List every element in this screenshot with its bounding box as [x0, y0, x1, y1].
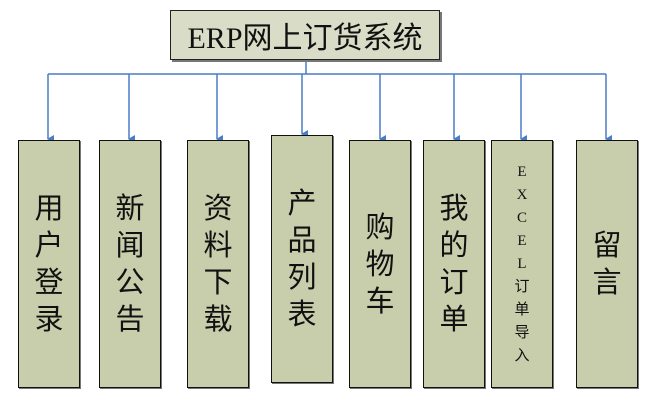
- module-label-char: 表: [287, 297, 317, 331]
- module-label-char: 单: [439, 302, 469, 336]
- module-user-login: 用户登录: [18, 140, 80, 388]
- module-label-char: 的: [439, 228, 469, 262]
- root-node: ERP网上订货系统: [170, 10, 440, 60]
- module-label-char: 登: [34, 265, 64, 299]
- module-label-char: 品: [287, 223, 317, 257]
- module-label-char: 单: [514, 301, 530, 318]
- module-label-char: E: [517, 163, 527, 180]
- module-label-char: L: [517, 255, 527, 272]
- module-label-char: 闻: [115, 228, 145, 262]
- module-label-char: 订: [439, 265, 469, 299]
- module-label-char: 告: [115, 302, 145, 336]
- module-label-char: 车: [365, 283, 395, 318]
- module-label-char: 我: [439, 191, 469, 225]
- module-message: 留言: [576, 140, 638, 388]
- module-label-char: 言: [592, 265, 622, 299]
- module-product-list: 产品列表: [271, 135, 333, 383]
- module-label-char: 购: [365, 209, 395, 244]
- module-label-char: 新: [115, 191, 145, 225]
- module-label-char: C: [516, 209, 527, 226]
- module-label-char: 留: [592, 228, 622, 262]
- module-label-char: X: [516, 186, 528, 203]
- module-label-char: E: [517, 232, 527, 249]
- module-label-char: 下: [203, 265, 233, 299]
- module-label-char: 入: [514, 347, 530, 364]
- module-download: 资料下载: [187, 140, 249, 388]
- module-label-char: 录: [34, 302, 64, 336]
- module-label-char: 订: [514, 278, 530, 295]
- module-label-char: 列: [287, 260, 317, 294]
- module-news: 新闻公告: [99, 140, 161, 388]
- root-title: ERP网上订货系统: [187, 22, 423, 55]
- module-label-char: 物: [365, 246, 395, 281]
- module-label-char: 户: [34, 228, 64, 262]
- module-label-char: 产: [287, 186, 317, 220]
- module-label-char: 料: [203, 228, 233, 262]
- module-cart: 购物车: [349, 140, 411, 388]
- module-label-char: 公: [115, 265, 145, 299]
- module-label-char: 用: [34, 191, 64, 225]
- module-my-orders: 我的订单: [423, 140, 485, 388]
- module-label-char: 资: [203, 191, 233, 225]
- module-label-char: 载: [203, 302, 233, 336]
- module-label-char: 导: [514, 324, 530, 341]
